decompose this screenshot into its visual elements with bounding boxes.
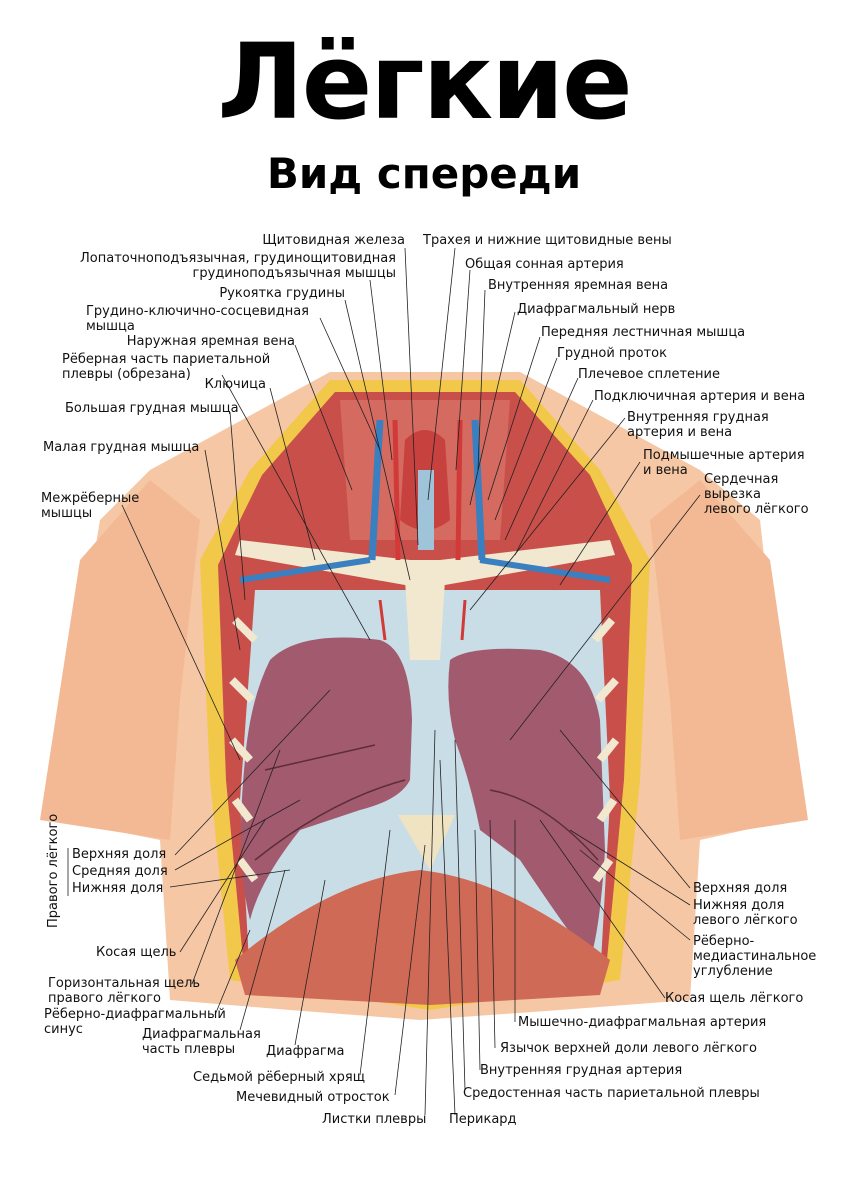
right-lung [241, 637, 412, 920]
label-omohyoid: Лопаточноподъязычная, грудинощитовидная … [80, 251, 396, 281]
label-thoracic-duct: Грудной проток [557, 346, 667, 361]
right-oblique-fissure [254, 779, 406, 861]
label-manubrium: Рукоятка грудины [219, 286, 345, 301]
label-scm-line2: мышца [86, 319, 135, 334]
label-omohyoid-line2: грудиноподъязычная мышцы [192, 266, 396, 281]
label-pericardium: Перикард [449, 1112, 517, 1127]
jugular-vein-left [471, 419, 486, 561]
right-horizontal-fissure [264, 744, 376, 771]
label-phrenic: Диафрагмальный нерв [517, 302, 676, 317]
label-horizontal: Горизонтальная щель правого лёгкого [48, 976, 200, 1006]
right-shoulder [40, 480, 200, 840]
label-ext-jugular: Наружная яремная вена [126, 334, 295, 349]
label-costodiaph-line2: синус [44, 1022, 83, 1037]
label-xiphoid: Мечевидный отросток [236, 1090, 390, 1105]
label-right-lung-vertical: Правого лёгкого [46, 813, 61, 928]
diaphragm-shape [235, 870, 610, 1005]
label-cardiac-notch-line2: вырезка [704, 487, 761, 502]
label-common-carotid: Общая сонная артерия [465, 257, 624, 272]
label-cardiac-notch-line3: левого лёгкого [704, 502, 809, 517]
label-horizontal-line2: правого лёгкого [48, 991, 161, 1006]
label-scalene: Передняя лестничная мышца [541, 325, 746, 340]
label-costomed-line2: медиастинальное [693, 949, 817, 964]
label-subclavian: Подключичная артерия и вена [594, 389, 806, 404]
sternum [405, 580, 445, 660]
label-l-lower-line1: Нижняя доля [693, 898, 785, 913]
label-scm-line1: Грудино-ключично-сосцевидная [86, 304, 309, 319]
label-int-jugular: Внутренняя яремная вена [488, 278, 669, 293]
int-thoracic-right [378, 599, 387, 641]
label-r-middle: Средняя доля [72, 864, 168, 879]
label-diaph-pleura-line1: Диафрагмальная [142, 1027, 261, 1042]
ribs [229, 617, 620, 883]
leader-lines [67, 247, 701, 1116]
label-costomed-line3: углубление [693, 964, 773, 979]
label-cardiac-notch-line1: Сердечная [704, 472, 779, 487]
label-cardiac-notch: Сердечная вырезка левого лёгкого [704, 472, 809, 517]
int-thoracic-left [460, 599, 467, 641]
label-scm: Грудино-ключично-сосцевидная мышца [86, 304, 309, 334]
trachea [418, 470, 434, 550]
label-int-thoracic-line1: Внутренняя грудная [627, 410, 769, 425]
label-pec-major: Большая грудная мышца [65, 401, 239, 416]
label-omohyoid-line1: Лопаточноподъязычная, грудинощитовидная [80, 251, 396, 266]
label-l-lower: Нижняя доля левого лёгкого [693, 898, 798, 928]
label-diaph-pleura-line2: часть плевры [142, 1042, 236, 1057]
label-int-thoracic: Внутренняя грудная артерия и вена [627, 410, 769, 440]
label-horizontal-line1: Горизонтальная щель [48, 976, 201, 991]
label-r-lower: Нижняя доля [72, 881, 164, 896]
left-shoulder [650, 480, 808, 840]
label-trachea: Трахея и нижние щитовидные вены [423, 233, 672, 248]
label-diaphragm: Диафрагма [266, 1044, 345, 1059]
label-l-oblique: Косая щель лёгкого [665, 991, 804, 1006]
subclavian-vessels-left [479, 557, 611, 583]
label-seventh-cartilage: Седьмой рёберный хрящ [193, 1070, 365, 1085]
label-intercostal: Межрёберные мышцы [41, 491, 139, 521]
label-costal-pleura-line1: Рёберная часть париетальной [62, 352, 271, 367]
left-oblique-fissure [489, 789, 599, 861]
label-axillary-line2: и вена [643, 463, 688, 478]
label-diaph-pleura: Диафрагмальная часть плевры [142, 1027, 261, 1057]
label-mediastinal-pleura: Средостенная часть париетальной плевры [463, 1086, 760, 1101]
label-pleura-layers: Листки плевры [322, 1112, 427, 1127]
label-pec-minor: Малая грудная мышца [43, 440, 200, 455]
label-thyroid: Щитовидная железа [262, 233, 405, 248]
label-clavicle: Ключица [204, 377, 266, 392]
xiphoid-process [398, 815, 455, 870]
label-costal-pleura-line2: плевры (обрезана) [62, 367, 191, 382]
clavicles [235, 540, 615, 585]
label-oblique: Косая щель [96, 945, 177, 960]
label-int-thoracic-line2: артерия и вена [627, 425, 733, 440]
label-costomediastinal: Рёберно- медиастинальное углубление [693, 934, 816, 979]
carotid-left [455, 419, 463, 561]
label-r-upper: Верхняя доля [72, 847, 167, 862]
left-lung [448, 648, 605, 960]
label-lingula: Язычок верхней доли левого лёгкого [500, 1041, 757, 1056]
subclavian-vessels-right [239, 557, 371, 583]
label-int-thoracic-art: Внутренняя грудная артерия [480, 1063, 683, 1078]
label-costomed-line1: Рёберно- [693, 934, 755, 949]
page-subtitle: Вид спереди [266, 149, 582, 198]
label-intercostal-line2: мышцы [41, 506, 93, 521]
label-intercostal-line1: Межрёберные [41, 491, 140, 506]
page-title: Лёгкие [217, 21, 632, 143]
label-axillary-line1: Подмышечные артерия [643, 448, 805, 463]
label-axillary: Подмышечные артерия и вена [643, 448, 805, 478]
label-costodiaphragmatic: Рёберно-диафрагмальный синус [44, 1007, 226, 1037]
label-musculophrenic: Мышечно-диафрагмальная артерия [518, 1015, 767, 1030]
label-costal-pleura: Рёберная часть париетальной плевры (обре… [62, 352, 270, 382]
label-costodiaph-line1: Рёберно-диафрагмальный [44, 1007, 226, 1022]
label-brachial-plexus: Плечевое сплетение [578, 367, 720, 382]
label-l-upper: Верхняя доля [693, 881, 788, 896]
label-l-lower-line2: левого лёгкого [693, 913, 798, 928]
carotid-right [392, 419, 401, 561]
